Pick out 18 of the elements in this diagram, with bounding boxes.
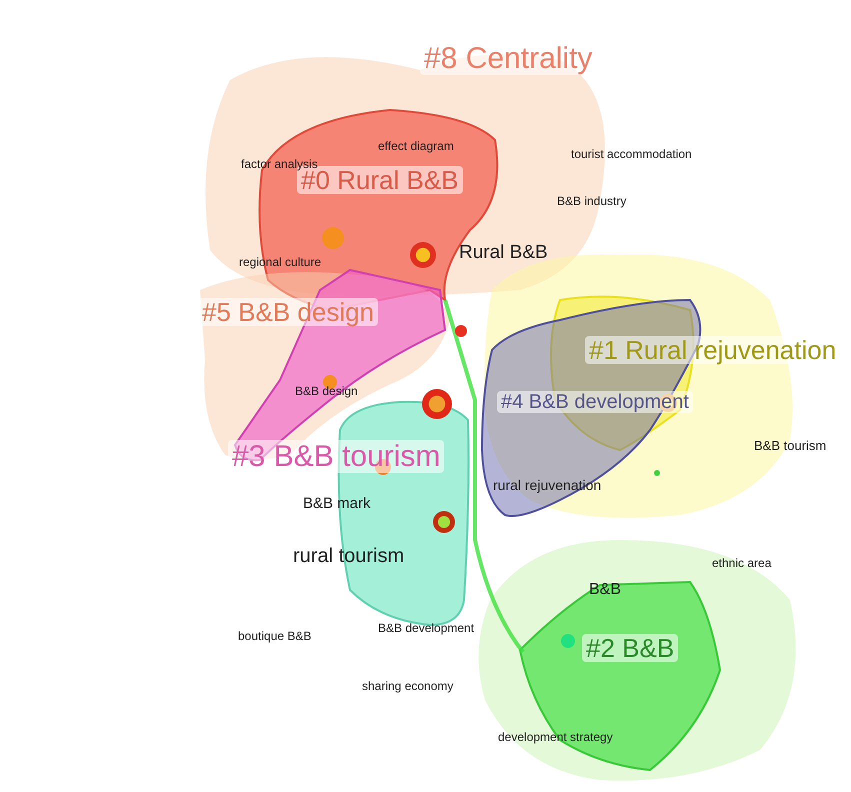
cluster-label: #2 B&B (582, 634, 678, 662)
network-line (443, 299, 525, 654)
keyword-label: B&B tourism (754, 439, 826, 454)
keyword-label: rural tourism (293, 545, 404, 567)
keyword-label: sharing economy (362, 680, 454, 693)
keyword-label: Rural B&B (459, 242, 548, 264)
keyword-label: B&B design (295, 384, 358, 398)
keyword-label: B&B industry (557, 194, 626, 208)
keyword-label: tourist accommodation (571, 148, 692, 161)
keyword-label: boutique B&B (238, 630, 312, 643)
keyword-label: B&B (589, 581, 622, 599)
cluster-label: #3 B&B tourism (228, 440, 444, 472)
cluster-label: #5 B&B design (198, 298, 378, 326)
keyword-label: B&B mark (303, 496, 371, 512)
keyword-label: effect diagram (378, 140, 454, 153)
keyword-label: ethnic area (712, 556, 772, 570)
keyword-label: B&B development (378, 622, 474, 635)
cluster-label: #4 B&B development (497, 391, 693, 413)
